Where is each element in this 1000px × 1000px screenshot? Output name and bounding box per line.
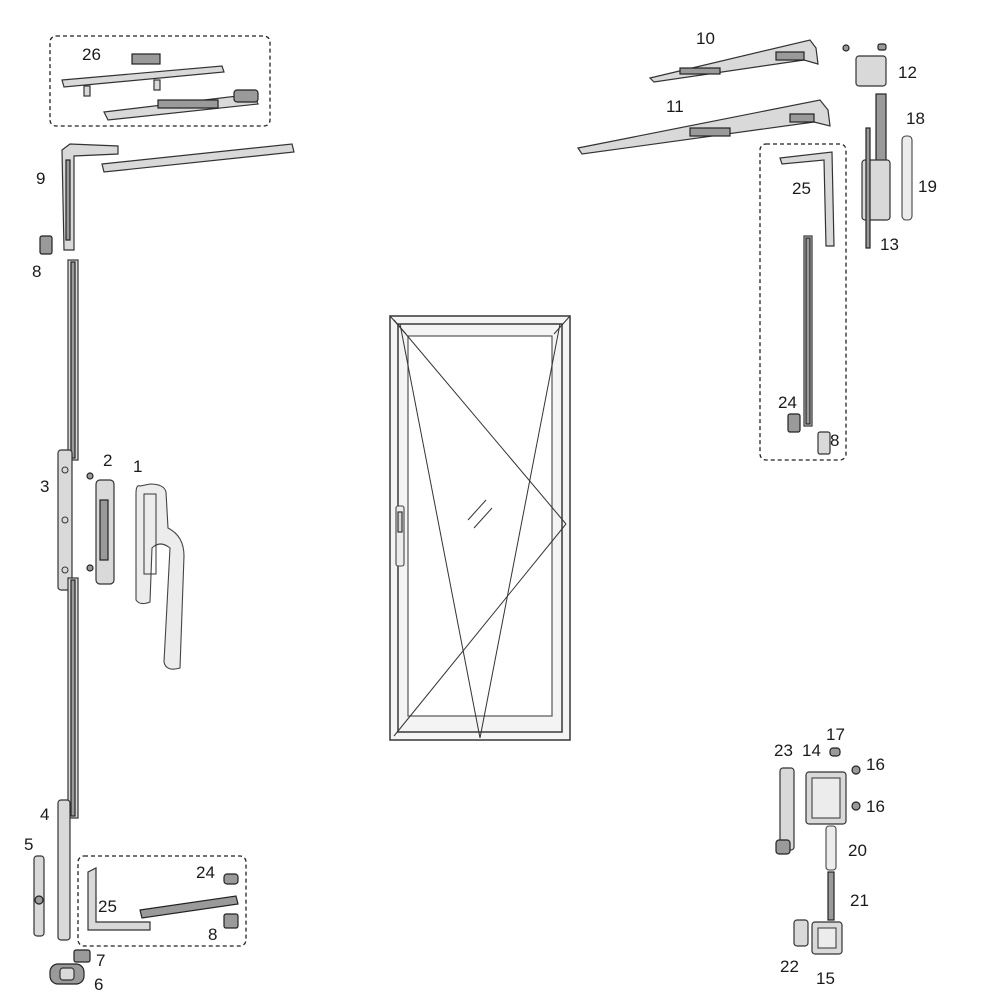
part-3-gearbox <box>57 449 73 591</box>
part-10-stay-arm <box>648 39 819 83</box>
label-part-8-bottom-left: 8 <box>208 925 217 944</box>
label-part-13: 13 <box>880 235 899 254</box>
label-part-18: 18 <box>906 109 925 128</box>
label-part-9: 9 <box>36 169 45 188</box>
label-part-14: 14 <box>802 741 821 760</box>
part-18-spring-pin <box>875 93 887 165</box>
part-6-cylinder <box>49 963 85 985</box>
part-14-hinge-leaf <box>805 771 847 825</box>
part-13-hinge-body <box>861 127 891 249</box>
label-part-2: 2 <box>103 451 112 470</box>
part-1-handle <box>135 483 185 670</box>
label-part-24-bottom-left: 24 <box>196 863 215 882</box>
part-22-bracket <box>793 919 809 947</box>
part-11-stay-arm <box>577 99 831 155</box>
label-part-16-upper: 16 <box>866 755 885 774</box>
label-part-25-right: 25 <box>792 179 811 198</box>
label-part-8-right: 8 <box>830 431 839 450</box>
label-part-10: 10 <box>696 29 715 48</box>
label-part-6: 6 <box>94 975 103 994</box>
label-part-16-lower: 16 <box>866 797 885 816</box>
label-part-7: 7 <box>96 951 105 970</box>
label-part-20: 20 <box>848 841 867 860</box>
label-part-19: 19 <box>918 177 937 196</box>
label-part-25-bottom-left: 25 <box>98 897 117 916</box>
window-frame-drawing <box>389 315 571 741</box>
part-5-lock-bolt <box>33 855 45 937</box>
label-part-4: 4 <box>40 805 49 824</box>
label-part-15: 15 <box>816 969 835 988</box>
part-2-handle-plate <box>86 472 115 585</box>
part-7-keeper <box>73 949 91 963</box>
top-rail <box>101 143 295 173</box>
label-part-5: 5 <box>24 835 33 854</box>
label-part-23: 23 <box>774 741 793 760</box>
part-15-bottom-hinge <box>811 921 843 955</box>
part-19-hinge-pin <box>901 135 913 221</box>
part-21-pin <box>827 871 835 921</box>
part-9-corner-drive <box>61 143 119 251</box>
part-17-cap <box>829 747 841 757</box>
label-part-11: 11 <box>666 97 684 116</box>
label-part-17: 17 <box>826 725 845 744</box>
part-4-corner-drive-bottom <box>57 799 71 941</box>
label-part-26: 26 <box>82 45 101 64</box>
part-8-keeper-top-left <box>39 235 53 255</box>
part-12-stay-hinge <box>842 43 887 87</box>
part-20-pin <box>825 825 837 871</box>
label-part-22: 22 <box>780 957 799 976</box>
label-part-24-right: 24 <box>778 393 797 412</box>
part-23-hinge-plate <box>775 767 795 855</box>
part-26-group <box>49 35 271 127</box>
lower-locking-rod <box>67 577 79 819</box>
part-labels: 26 9 8 3 2 1 4 5 24 25 8 7 6 10 11 12 18… <box>24 29 937 994</box>
top-right-dashed-group <box>759 143 847 461</box>
part-16-screws <box>851 765 861 811</box>
label-part-21: 21 <box>850 891 869 910</box>
label-part-12: 12 <box>898 63 917 82</box>
bottom-left-dashed-group <box>77 855 247 947</box>
label-part-3: 3 <box>40 477 49 496</box>
label-part-8-top-left: 8 <box>32 262 41 281</box>
label-part-1: 1 <box>133 457 142 476</box>
upper-locking-rod <box>67 259 79 461</box>
